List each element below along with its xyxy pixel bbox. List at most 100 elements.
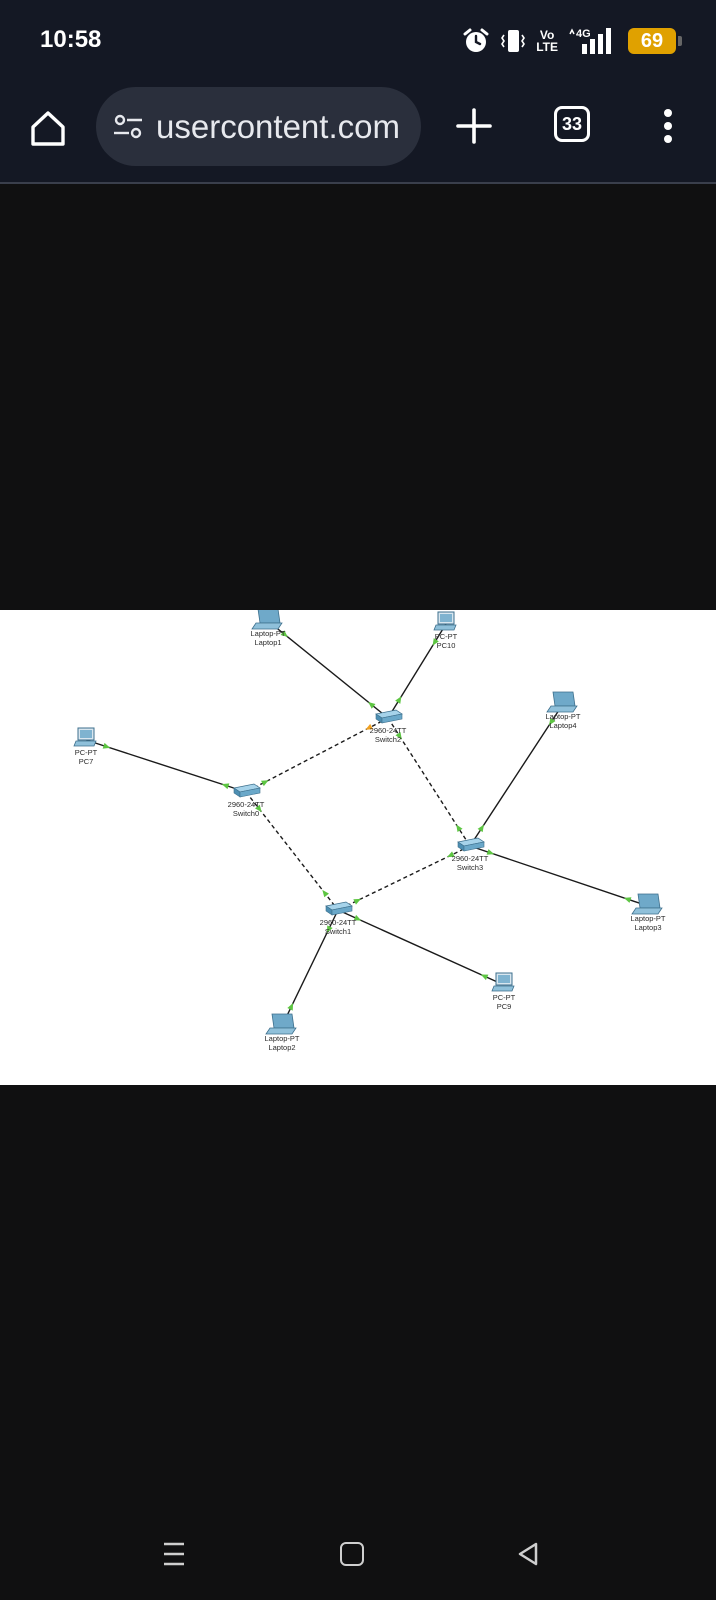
- link-switch2-switch0: [245, 717, 389, 793]
- node-name-label: PC7: [79, 757, 94, 766]
- network-label: 4G: [576, 28, 591, 40]
- link-laptop1-switch2: [267, 620, 389, 719]
- port-indicator: [447, 851, 455, 858]
- topology-svg: Laptop-PTLaptop1PC-PTPC102960-24TTSwitch…: [73, 610, 666, 1052]
- pc-icon: [73, 727, 97, 747]
- tab-count: 33: [561, 113, 583, 134]
- laptop-icon: [631, 893, 663, 915]
- port-indicator: [480, 974, 489, 981]
- links-layer: [85, 620, 649, 1027]
- tabs-button[interactable]: 33: [554, 106, 590, 142]
- port-indicator: [395, 731, 402, 740]
- status-time: 10:58: [40, 26, 102, 53]
- menu-button[interactable]: [654, 104, 682, 148]
- home-button[interactable]: [26, 106, 70, 150]
- node-name-label: PC10: [437, 641, 456, 650]
- port-indicator: [353, 898, 361, 905]
- node-name-label: Laptop2: [268, 1043, 295, 1052]
- new-tab-button[interactable]: [452, 104, 496, 148]
- port-indicator: [456, 824, 463, 833]
- node-name-label: Switch3: [457, 863, 483, 872]
- volte-icon: Vo LTE: [536, 29, 558, 53]
- port-indicator: [395, 696, 402, 704]
- node-name-label: Laptop4: [549, 721, 576, 730]
- node-type-label: Laptop-PT: [250, 629, 285, 638]
- link-laptop4-switch3: [469, 703, 564, 847]
- port-indicator: [368, 701, 376, 709]
- node-name-label: Laptop1: [254, 638, 281, 647]
- address-bar[interactable]: usercontent.com: [96, 87, 421, 166]
- node-type-label: 2960-24TT: [370, 726, 407, 735]
- node-type-label: 2960-24TT: [452, 854, 489, 863]
- node-name-label: Switch0: [233, 809, 259, 818]
- node-type-label: 2960-24TT: [228, 800, 265, 809]
- link-switch1-pc9: [337, 909, 505, 986]
- node-type-label: PC-PT: [435, 632, 458, 641]
- node-type-label: PC-PT: [75, 748, 98, 757]
- switch-icon: [325, 901, 353, 916]
- ports-layer: [102, 630, 632, 1011]
- port-indicator: [353, 914, 362, 921]
- port-indicator: [280, 630, 288, 638]
- port-indicator: [623, 897, 632, 903]
- node-type-label: Laptop-PT: [264, 1034, 299, 1043]
- port-indicator: [287, 1003, 294, 1011]
- port-indicator: [221, 783, 230, 790]
- home-icon: [31, 111, 65, 146]
- port-indicator: [322, 889, 329, 898]
- signal-4g-icon: 4G: [569, 28, 611, 54]
- port-indicator: [326, 925, 333, 933]
- status-bar: 10:58 Vo LTE 4G 69: [0, 0, 716, 82]
- node-name-label: Laptop3: [634, 923, 661, 932]
- link-pc10-switch2: [387, 623, 447, 719]
- laptop-icon: [546, 691, 578, 713]
- node-name-label: PC9: [497, 1002, 512, 1011]
- plus-icon: [456, 108, 492, 144]
- browser-toolbar: usercontent.com 33: [0, 82, 716, 184]
- battery-level: 69: [640, 30, 664, 52]
- link-pc7-switch0: [85, 739, 247, 793]
- port-indicator: [432, 638, 439, 646]
- url-text: usercontent.com: [156, 107, 400, 145]
- port-indicator: [365, 723, 373, 730]
- node-type-label: Laptop-PT: [630, 914, 665, 923]
- volte-bottom: LTE: [536, 40, 558, 54]
- port-indicator: [255, 804, 262, 813]
- port-indicator: [261, 780, 269, 787]
- battery-icon: 69: [628, 28, 682, 54]
- node-name-label: Switch1: [325, 927, 351, 936]
- nav-home-button[interactable]: [340, 1542, 364, 1566]
- laptop-icon: [251, 610, 283, 630]
- port-indicator: [549, 717, 556, 726]
- pc-icon: [433, 611, 457, 631]
- pc-icon: [491, 972, 515, 992]
- port-indicator: [477, 824, 484, 833]
- node-name-label: Switch2: [375, 735, 401, 744]
- node-type-label: PC-PT: [493, 993, 516, 1002]
- node-type-label: 2960-24TT: [320, 918, 357, 927]
- laptop-icon: [265, 1013, 297, 1035]
- node-type-label: Laptop-PT: [545, 712, 580, 721]
- site-settings-icon[interactable]: [112, 111, 144, 143]
- more-vert-icon: [664, 109, 672, 143]
- switch-icon: [233, 783, 261, 798]
- recents-icon[interactable]: [162, 1540, 186, 1568]
- port-indicator: [486, 849, 495, 855]
- back-icon[interactable]: [516, 1540, 540, 1568]
- status-icons: Vo LTE 4G 69: [462, 24, 682, 58]
- nodes-layer: Laptop-PTLaptop1PC-PTPC102960-24TTSwitch…: [73, 610, 666, 1052]
- vibrate-icon: [501, 30, 526, 52]
- volte-top: Vo: [539, 28, 555, 42]
